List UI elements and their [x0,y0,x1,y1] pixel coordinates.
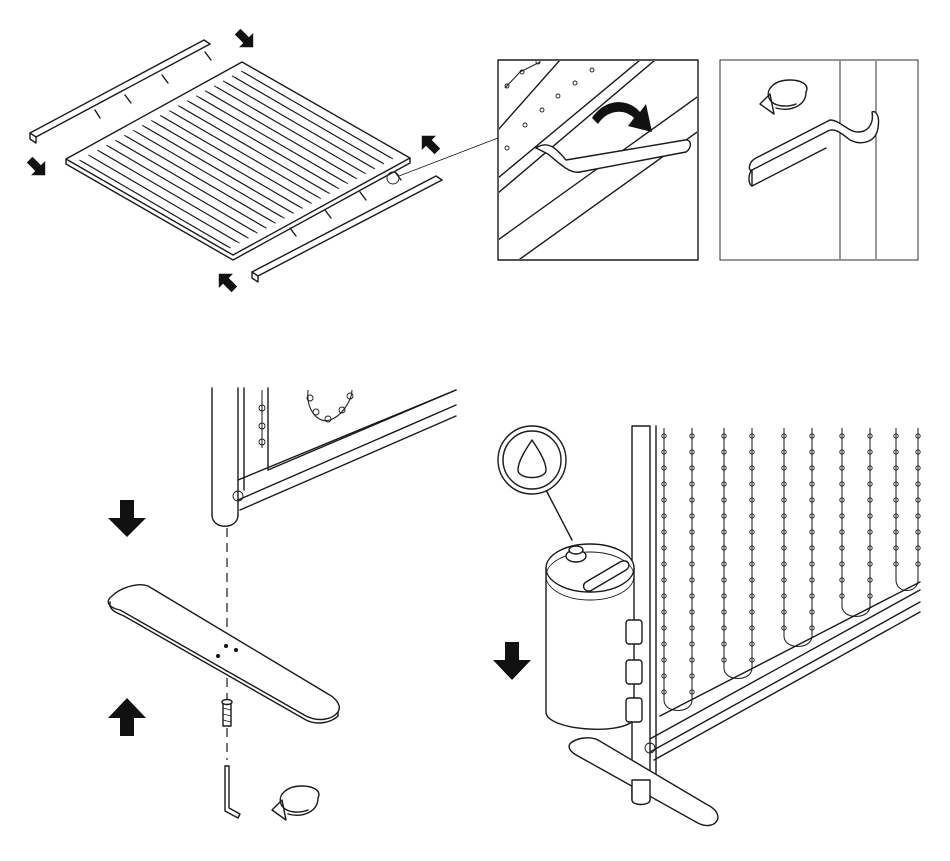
bolt [222,700,232,727]
water-tank [546,544,642,729]
step-1-panel-assembly [23,25,498,297]
down-arrow-icon [108,500,146,537]
push-in-arrow-icon [415,129,445,159]
push-in-arrow-icon [231,25,261,55]
rotate-arrow-icon [760,80,807,114]
push-in-arrow-icon [212,267,242,297]
detail-frame [720,60,918,260]
detail-callout-marker [387,172,399,184]
up-arrow-icon [108,698,146,736]
allen-key [225,766,240,818]
step-3-water-weight [493,426,920,825]
detail-clip-box [498,60,700,260]
down-arrow-icon [493,642,531,680]
bolt-hole [224,644,228,648]
bolt-hole [234,648,238,652]
clip-wrap [749,112,878,171]
rotate-arrow-icon [272,786,319,820]
push-in-arrow-icon [23,153,53,183]
water-drop-icon [498,426,572,540]
bolt-hole [216,654,220,658]
detail-rotate-box [720,60,918,260]
fence-wires [662,428,920,711]
clip-tab [536,140,690,172]
step-2-foot-attachment [108,388,456,820]
